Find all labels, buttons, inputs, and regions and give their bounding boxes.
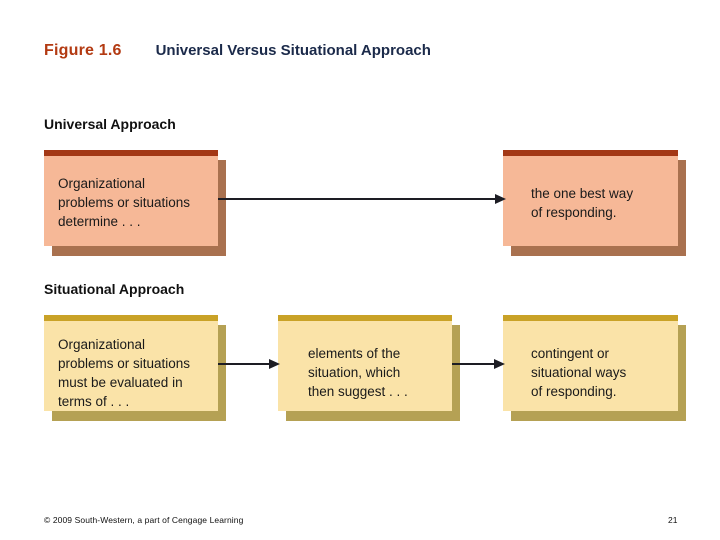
page-title: Universal Versus Situational Approach <box>155 42 431 59</box>
section-heading-situational: Situational Approach <box>44 281 185 297</box>
footer-page-number: 21 <box>668 515 678 525</box>
arrow-head-icon <box>495 194 506 204</box>
box-text: elements of the situation, which then su… <box>308 346 408 399</box>
flow-box-situational-problems: Organizational problems or situations mu… <box>44 315 226 421</box>
arrow-head-icon <box>269 359 280 369</box>
flow-box-situational-contingent: contingent or situational ways of respon… <box>503 315 686 421</box>
box-text: the one best way of responding. <box>531 186 634 220</box>
box-text: contingent or situational ways of respon… <box>531 346 627 399</box>
box-body: elements of the situation, which then su… <box>278 315 452 411</box>
arrow-situational-first <box>218 359 280 369</box>
flow-box-situational-elements: elements of the situation, which then su… <box>278 315 460 421</box>
box-text: Organizational problems or situations mu… <box>58 337 191 409</box>
box-body: the one best way of responding. <box>503 150 678 246</box>
section-heading-universal: Universal Approach <box>44 116 176 132</box>
arrow-line <box>218 198 496 200</box>
box-body: Organizational problems or situations mu… <box>44 315 218 411</box>
arrow-line <box>218 363 270 365</box>
box-text: Organizational problems or situations de… <box>58 176 191 229</box>
arrow-line <box>452 363 495 365</box>
arrow-situational-second <box>452 359 505 369</box>
box-body: Organizational problems or situations de… <box>44 150 218 246</box>
figure-title-row: Figure 1.6 Universal Versus Situational … <box>44 42 431 60</box>
arrow-universal-right <box>218 194 506 204</box>
box-body: contingent or situational ways of respon… <box>503 315 678 411</box>
flow-box-universal-one-best-way: the one best way of responding. <box>503 150 686 256</box>
arrow-head-icon <box>494 359 505 369</box>
footer-copyright: © 2009 South-Western, a part of Cengage … <box>44 515 244 525</box>
figure-number-label: Figure 1.6 <box>44 42 122 59</box>
flow-box-universal-problems: Organizational problems or situations de… <box>44 150 226 256</box>
